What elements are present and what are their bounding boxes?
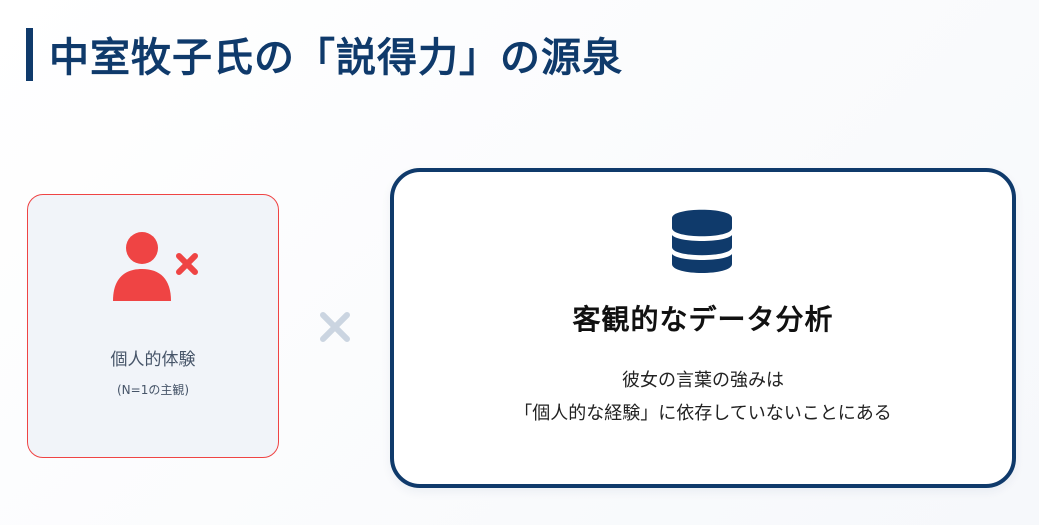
data-analysis-card: 客観的なデータ分析 彼女の言葉の強みは 「個人的な経験」に依存していないことにあ… xyxy=(390,168,1016,488)
page-title: 中室牧子氏の「説得力」の源泉 xyxy=(49,35,623,81)
personal-experience-sublabel: (N=1の主観) xyxy=(116,383,190,397)
data-analysis-description: 彼女の言葉の強みは 「個人的な経験」に依存していないことにある xyxy=(394,364,1012,430)
times-icon xyxy=(320,312,350,342)
user-x-icon xyxy=(113,232,198,301)
personal-experience-card: 個人的体験 (N=1の主観) xyxy=(27,194,279,458)
title-accent-bar xyxy=(26,27,33,81)
description-line-2: 「個人的な経験」に依存していないことにある xyxy=(514,403,892,424)
personal-experience-label: 個人的体験 xyxy=(110,350,196,370)
page-header: 中室牧子氏の「説得力」の源泉 xyxy=(26,26,623,82)
description-line-1: 彼女の言葉の強みは xyxy=(622,370,784,391)
database-icon xyxy=(672,209,732,273)
data-analysis-title: 客観的なデータ分析 xyxy=(572,303,834,336)
